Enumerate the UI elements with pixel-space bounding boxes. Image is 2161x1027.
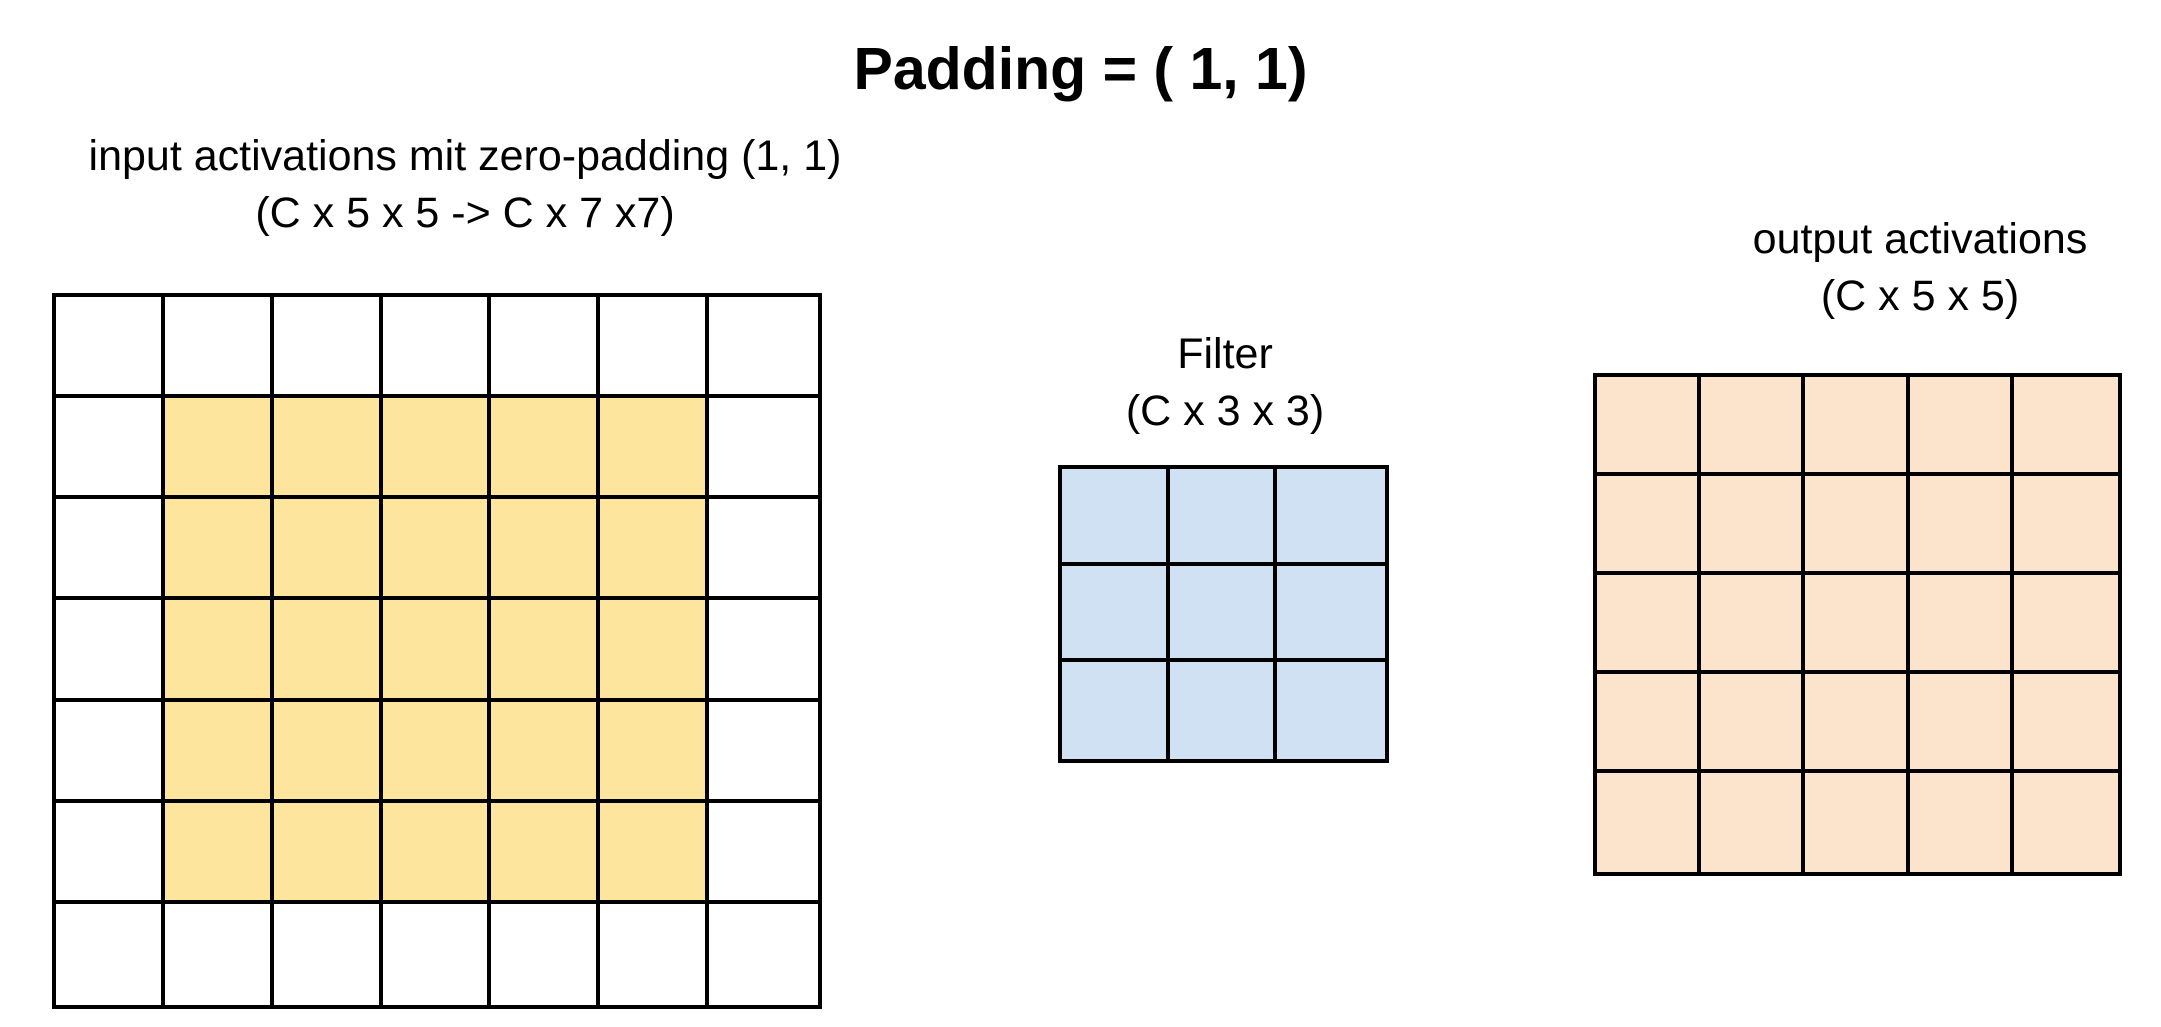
input-activation-cell xyxy=(600,802,710,904)
output-activation-cell xyxy=(1805,575,1910,674)
output-activation-cell xyxy=(1805,476,1910,575)
input-activation-cell xyxy=(491,802,601,904)
filter-cell xyxy=(1277,565,1385,663)
filter-cell xyxy=(1277,469,1385,566)
zero-padding-cell xyxy=(709,802,818,904)
zero-padding-cell xyxy=(56,903,165,1005)
zero-padding-cell xyxy=(382,297,492,399)
input-activation-cell xyxy=(382,802,492,904)
output-activation-cell xyxy=(1597,377,1702,476)
zero-padding-cell xyxy=(491,903,601,1005)
zero-padding-cell xyxy=(709,600,818,702)
output-activation-cell xyxy=(1701,476,1806,575)
zero-padding-cell xyxy=(56,802,165,904)
output-activation-cell xyxy=(1701,773,1806,872)
input-activation-cell xyxy=(273,499,383,601)
output-activations-label: output activations (C x 5 x 5) xyxy=(1680,211,2160,325)
output-activation-cell xyxy=(1701,674,1806,773)
output-activation-cell xyxy=(1805,377,1910,476)
output-activation-cell xyxy=(1909,773,2014,872)
input-activation-cell xyxy=(491,499,601,601)
input-activation-cell xyxy=(273,802,383,904)
input-activation-cell xyxy=(491,701,601,803)
zero-padding-cell xyxy=(709,499,818,601)
zero-padding-cell xyxy=(56,600,165,702)
output-activations-grid xyxy=(1593,373,2122,876)
zero-padding-cell xyxy=(56,499,165,601)
input-activation-cell xyxy=(164,701,274,803)
output-activation-cell xyxy=(1597,476,1702,575)
output-activation-cell xyxy=(1909,476,2014,575)
filter-label-line1: Filter xyxy=(1177,330,1273,378)
zero-padding-cell xyxy=(56,398,165,500)
zero-padding-cell xyxy=(709,903,818,1005)
output-activation-cell xyxy=(1909,377,2014,476)
zero-padding-cell xyxy=(709,701,818,803)
zero-padding-cell xyxy=(273,903,383,1005)
filter-label-line2: (C x 3 x 3) xyxy=(1125,387,1325,435)
zero-padding-cell xyxy=(273,297,383,399)
output-activation-cell xyxy=(2013,476,2118,575)
input-activation-cell xyxy=(600,398,710,500)
zero-padding-cell xyxy=(600,903,710,1005)
output-activation-cell xyxy=(1597,575,1702,674)
output-activation-cell xyxy=(2013,773,2118,872)
input-activation-cell xyxy=(382,701,492,803)
input-activation-cell xyxy=(164,398,274,500)
input-activations-label-line2: (C x 5 x 5 -> C x 7 x7) xyxy=(255,189,675,237)
input-activations-label-line1: input activations mit zero-padding (1, 1… xyxy=(88,132,842,180)
filter-cell xyxy=(1169,565,1278,663)
output-activation-cell xyxy=(2013,674,2118,773)
output-activation-cell xyxy=(1805,674,1910,773)
input-activations-label: input activations mit zero-padding (1, 1… xyxy=(0,128,930,242)
zero-padding-cell xyxy=(56,297,165,399)
zero-padding-cell xyxy=(600,297,710,399)
zero-padding-cell xyxy=(164,903,274,1005)
output-activation-cell xyxy=(2013,575,2118,674)
filter-cell xyxy=(1062,565,1170,663)
output-activation-cell xyxy=(1909,575,2014,674)
filter-cell xyxy=(1277,662,1385,759)
filter-grid xyxy=(1058,465,1389,763)
output-activation-cell xyxy=(1701,377,1806,476)
output-activation-cell xyxy=(1597,674,1702,773)
output-activation-cell xyxy=(1909,674,2014,773)
output-activation-cell xyxy=(1597,773,1702,872)
input-activation-cell xyxy=(382,499,492,601)
input-activation-cell xyxy=(491,600,601,702)
input-activation-cell xyxy=(164,499,274,601)
input-activation-cell xyxy=(600,499,710,601)
input-activation-cell xyxy=(273,701,383,803)
input-activation-cell xyxy=(491,398,601,500)
input-activation-cell xyxy=(273,398,383,500)
filter-cell xyxy=(1062,662,1170,759)
input-activation-cell xyxy=(273,600,383,702)
zero-padding-cell xyxy=(164,297,274,399)
filter-label: Filter (C x 3 x 3) xyxy=(1080,326,1370,440)
zero-padding-cell xyxy=(709,398,818,500)
input-activation-cell xyxy=(600,600,710,702)
output-activations-label-line1: output activations xyxy=(1752,215,2088,263)
output-activations-label-line2: (C x 5 x 5) xyxy=(1820,272,2020,320)
diagram-title: Padding = ( 1, 1) xyxy=(853,36,1308,102)
output-activation-cell xyxy=(1805,773,1910,872)
filter-cell xyxy=(1169,469,1278,566)
zero-padding-cell xyxy=(491,297,601,399)
zero-padding-cell xyxy=(709,297,818,399)
input-activation-cell xyxy=(382,600,492,702)
input-activations-grid xyxy=(52,293,822,1009)
input-activation-cell xyxy=(600,701,710,803)
filter-cell xyxy=(1169,662,1278,759)
zero-padding-cell xyxy=(56,701,165,803)
zero-padding-cell xyxy=(382,903,492,1005)
filter-cell xyxy=(1062,469,1170,566)
input-activation-cell xyxy=(164,802,274,904)
input-activation-cell xyxy=(382,398,492,500)
output-activation-cell xyxy=(2013,377,2118,476)
input-activation-cell xyxy=(164,600,274,702)
output-activation-cell xyxy=(1701,575,1806,674)
